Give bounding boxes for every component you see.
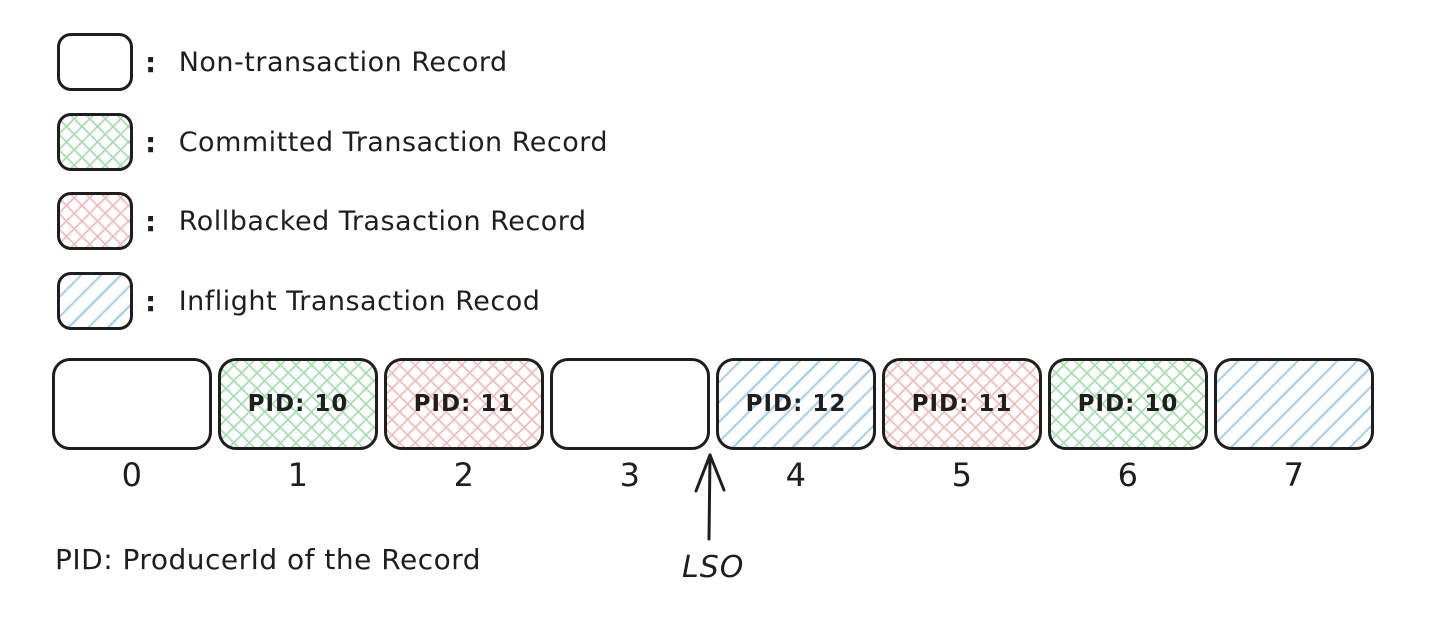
offset-1: 1	[287, 456, 309, 494]
legend-label-rollbacked: Rollbacked Trasaction Record	[178, 205, 587, 237]
legend-swatch-inflight	[57, 272, 133, 330]
record-pid-label: PID: 12	[745, 391, 847, 417]
record-pid-label: PID: 11	[911, 391, 1013, 417]
legend-item-rollbacked: : Rollbacked Trasaction Record	[57, 192, 587, 250]
legend-label-non-transaction: Non-transaction Record	[178, 46, 508, 78]
log-records-row: PID: 10 PID: 11 PID: 12 PID: 11 PID: 10	[52, 358, 1374, 450]
legend-colon: :	[145, 45, 157, 79]
offset-2: 2	[453, 456, 475, 494]
legend-swatch-non-transaction	[57, 33, 133, 91]
offset-4: 4	[785, 456, 807, 494]
offset-5: 5	[951, 456, 973, 494]
lso-arrow-icon	[694, 453, 726, 541]
pid-footnote: PID: ProducerId of the Record	[55, 543, 482, 576]
legend-item-committed: : Committed Transaction Record	[57, 113, 608, 171]
record-pid-label: PID: 11	[413, 391, 515, 417]
record-pid-label: PID: 10	[1077, 391, 1179, 417]
record-2: PID: 11	[384, 358, 544, 450]
record-1: PID: 10	[218, 358, 378, 450]
lso-label: LSO	[682, 550, 745, 585]
legend-colon: :	[145, 284, 157, 318]
record-7	[1214, 358, 1374, 450]
legend-item-inflight: : Inflight Transaction Recod	[57, 272, 540, 330]
legend-colon: :	[145, 204, 157, 238]
record-pid-label: PID: 10	[247, 391, 349, 417]
record-6: PID: 10	[1048, 358, 1208, 450]
offset-7: 7	[1283, 456, 1305, 494]
record-0	[52, 358, 212, 450]
offset-6: 6	[1117, 456, 1139, 494]
record-4: PID: 12	[716, 358, 876, 450]
legend-label-committed: Committed Transaction Record	[178, 126, 609, 158]
offsets-row: 0 1 2 3 4 5 6 7	[52, 456, 1374, 494]
legend-swatch-rollbacked	[57, 192, 133, 250]
legend-item-non-transaction: : Non-transaction Record	[57, 33, 508, 91]
offset-0: 0	[121, 456, 143, 494]
legend-swatch-committed	[57, 113, 133, 171]
legend-label-inflight: Inflight Transaction Recod	[178, 285, 541, 317]
offset-3: 3	[619, 456, 641, 494]
record-3	[550, 358, 710, 450]
legend-colon: :	[145, 125, 157, 159]
record-5: PID: 11	[882, 358, 1042, 450]
